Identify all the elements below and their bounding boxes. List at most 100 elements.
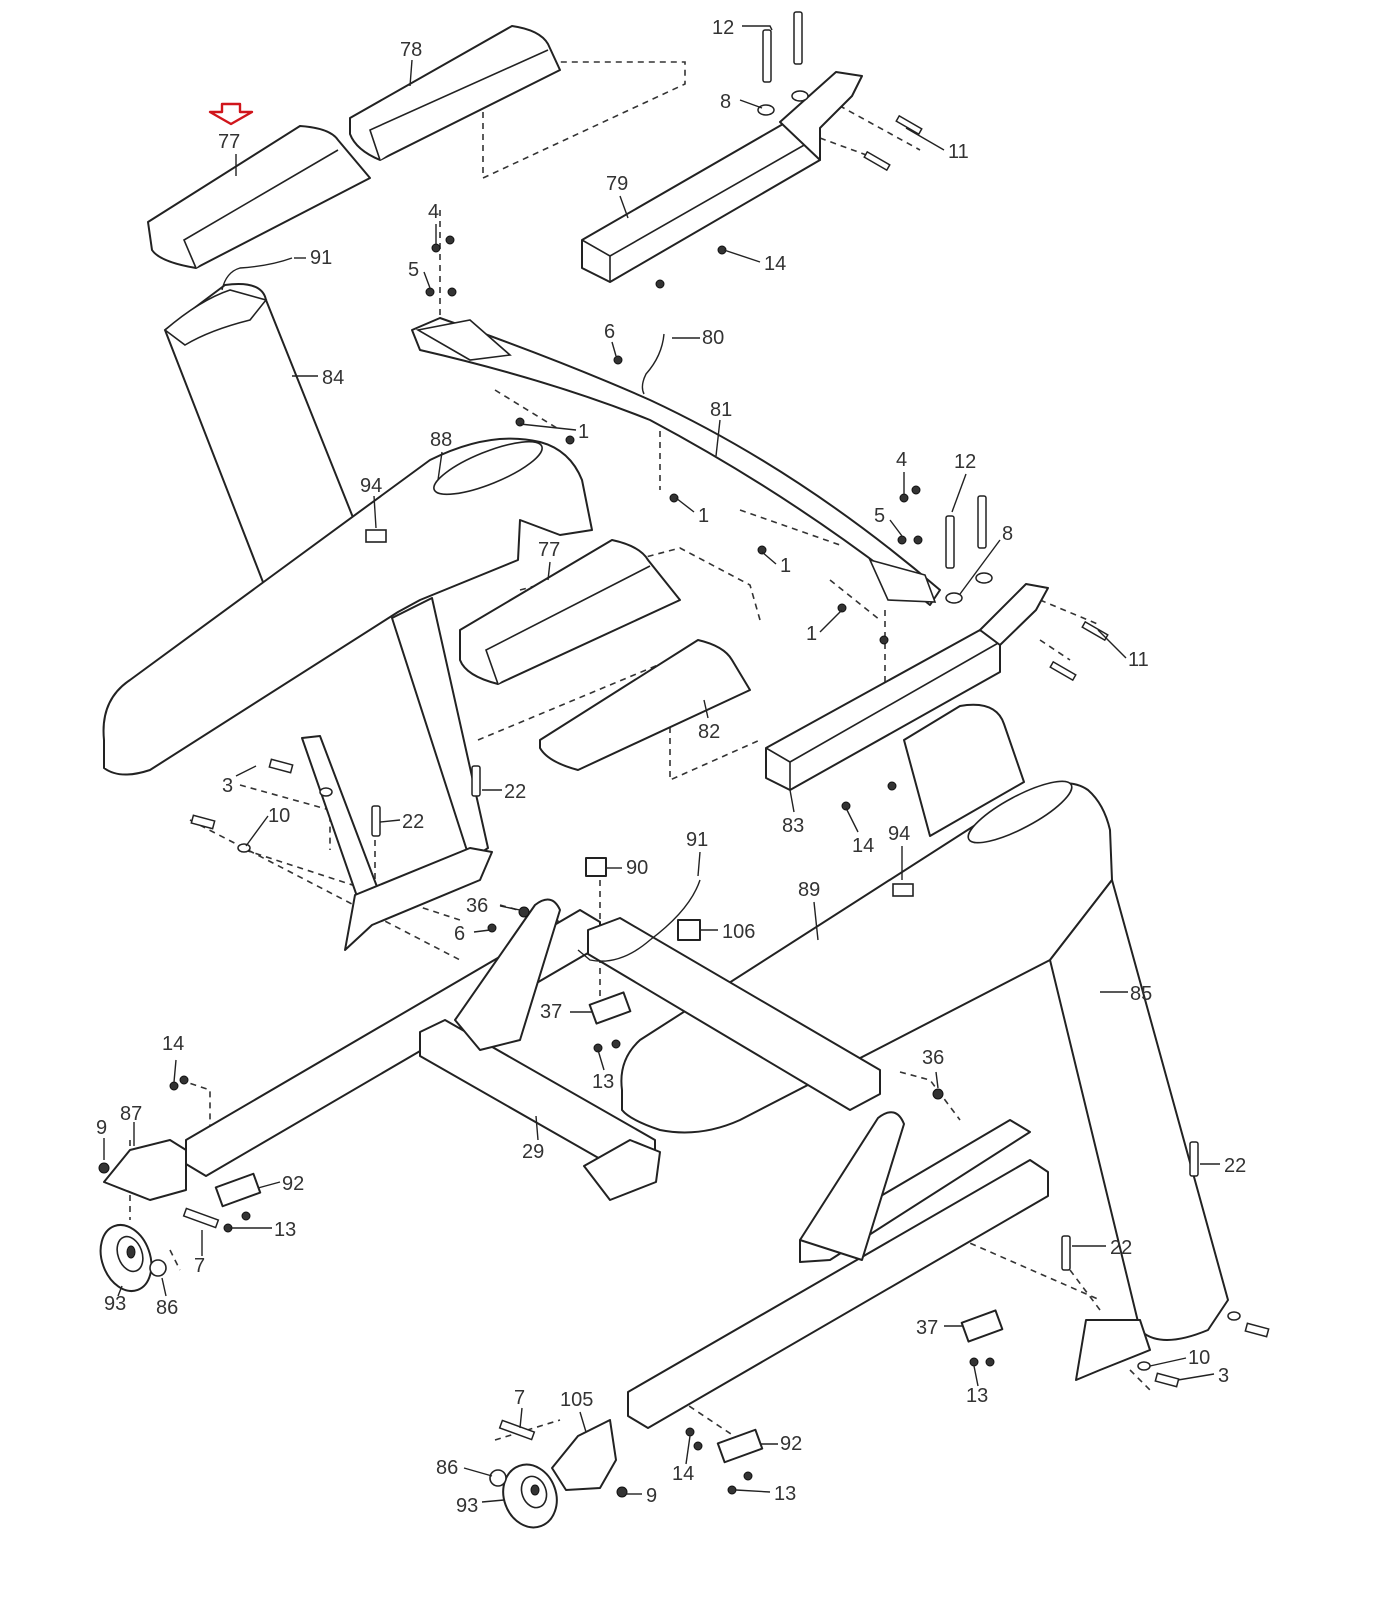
- callout-4-left: 4: [428, 201, 439, 223]
- callout-11-right: 11: [1128, 649, 1149, 671]
- callout-37-center: 37: [540, 1001, 562, 1023]
- part-79-bracket: [779, 71, 863, 161]
- callout-86-left: 86: [156, 1297, 178, 1319]
- callout-3-right: 3: [1218, 1365, 1229, 1387]
- part-85-upright: [1049, 879, 1229, 1341]
- callout-10-right: 10: [1188, 1347, 1210, 1369]
- callout-11-top: 11: [948, 141, 969, 163]
- part-29-left-post: [454, 898, 561, 1051]
- callout-91-lower: 91: [686, 829, 708, 851]
- part-84-upright-top: [163, 289, 268, 346]
- part-85-upright-top: [903, 703, 1025, 837]
- callout-13-lower: 13: [774, 1483, 796, 1505]
- callout-83: 83: [782, 815, 804, 837]
- part-77-middle-cover-edge: [485, 565, 651, 685]
- callout-81: 81: [710, 399, 732, 421]
- part-29-base-right-rail: [627, 1159, 1049, 1429]
- part-91-wire-upper: [221, 257, 293, 291]
- callout-14-middle: 14: [852, 835, 874, 857]
- callout-92-left: 92: [282, 1173, 304, 1195]
- callout-1-c: 1: [780, 555, 791, 577]
- callout-leader-lines: [103, 25, 1220, 1503]
- part-106-connector: [677, 919, 701, 941]
- part-86-spacer-left: [149, 1259, 167, 1277]
- part-80-wire: [641, 333, 665, 395]
- part-37-block-right: [960, 1309, 1004, 1343]
- part-77-upper-cover-edge: [182, 149, 339, 269]
- callout-94-left: 94: [360, 475, 382, 497]
- part-79-tube-end: [581, 135, 821, 282]
- callout-80: 80: [702, 327, 724, 349]
- part-84-upright: [164, 283, 363, 596]
- part-105-wheel-bracket: [551, 1419, 617, 1491]
- callout-14-left: 14: [162, 1033, 184, 1055]
- part-82-cover: [539, 639, 751, 771]
- part-29-base-rear-bar: [587, 917, 881, 1111]
- callout-87: 87: [120, 1103, 142, 1125]
- part-94-label-right: [892, 883, 914, 897]
- callout-5-right: 5: [874, 505, 885, 527]
- part-84-upright-lower: [301, 735, 383, 906]
- callout-13-right: 13: [966, 1385, 988, 1407]
- callout-79: 79: [606, 173, 628, 195]
- callout-91-top: 91: [310, 247, 332, 269]
- callout-14-lower: 14: [672, 1463, 694, 1485]
- part-83-bracket: [979, 583, 1049, 646]
- callout-6-lower: 6: [454, 923, 465, 945]
- part-81-crossbar-bracket-left: [415, 319, 512, 361]
- callout-37-right: 37: [916, 1317, 938, 1339]
- callout-4-right: 4: [896, 449, 907, 471]
- part-92-block-left: [214, 1172, 262, 1208]
- callout-92-right: 92: [780, 1433, 802, 1455]
- part-93-wheel-left: [99, 1224, 153, 1292]
- callout-93-left: 93: [104, 1293, 126, 1315]
- callout-13-left: 13: [274, 1219, 296, 1241]
- callout-22-right-lower: 22: [1110, 1237, 1132, 1259]
- part-29-right-post: [799, 1111, 905, 1261]
- callout-14-top: 14: [764, 253, 786, 275]
- callout-8-top: 8: [720, 91, 731, 113]
- callout-9-right: 9: [646, 1485, 657, 1507]
- callout-1-a: 1: [578, 421, 589, 443]
- callout-22-right-top: 22: [1224, 1155, 1246, 1177]
- callout-13-center: 13: [592, 1071, 614, 1093]
- callout-94-right: 94: [888, 823, 910, 845]
- callout-9-left: 9: [96, 1117, 107, 1139]
- part-94-label-left: [365, 529, 387, 543]
- callout-7-left: 7: [194, 1255, 205, 1277]
- callout-22-b: 22: [402, 811, 424, 833]
- callout-1-b: 1: [698, 505, 709, 527]
- callout-36-left: 36: [466, 895, 488, 917]
- callout-5-left: 5: [408, 259, 419, 281]
- left-mount-plate: [344, 847, 493, 951]
- part-81-crossbar-bracket-right: [868, 558, 937, 603]
- callout-106: 106: [722, 921, 755, 943]
- bolts-hardware: [98, 11, 1270, 1498]
- right-mount-plate: [1075, 1319, 1151, 1381]
- callout-78: 78: [400, 39, 422, 61]
- part-83-tube-end: [765, 641, 1001, 790]
- part-88-lower-arm: [391, 597, 489, 861]
- part-78-cover-edge: [369, 49, 549, 161]
- callout-77-middle: 77: [538, 539, 560, 561]
- part-88-handlebar-cover: [102, 437, 593, 776]
- part-92-block-right: [716, 1428, 764, 1464]
- callout-90: 90: [626, 857, 648, 879]
- callout-10-left: 10: [268, 805, 290, 827]
- callout-labels: 77 78 12 8 11 79 14 91 4 5 6 80 84 81 1 …: [96, 17, 1246, 1517]
- callout-85: 85: [1130, 983, 1152, 1005]
- callout-93-right: 93: [456, 1495, 478, 1517]
- highlight-down-arrow-icon: [208, 102, 254, 126]
- callout-6-top: 6: [604, 321, 615, 343]
- part-87-wheel-bracket: [103, 1139, 187, 1201]
- callout-3-left: 3: [222, 775, 233, 797]
- callout-88: 88: [430, 429, 452, 451]
- callout-12-right: 12: [954, 451, 976, 473]
- part-88-grip-recess: [433, 440, 543, 496]
- part-37-block-center: [588, 991, 632, 1025]
- callout-1-d: 1: [806, 623, 817, 645]
- part-86-spacer-right: [489, 1469, 507, 1487]
- callout-7-right: 7: [514, 1387, 525, 1409]
- callout-8-right: 8: [1002, 523, 1013, 545]
